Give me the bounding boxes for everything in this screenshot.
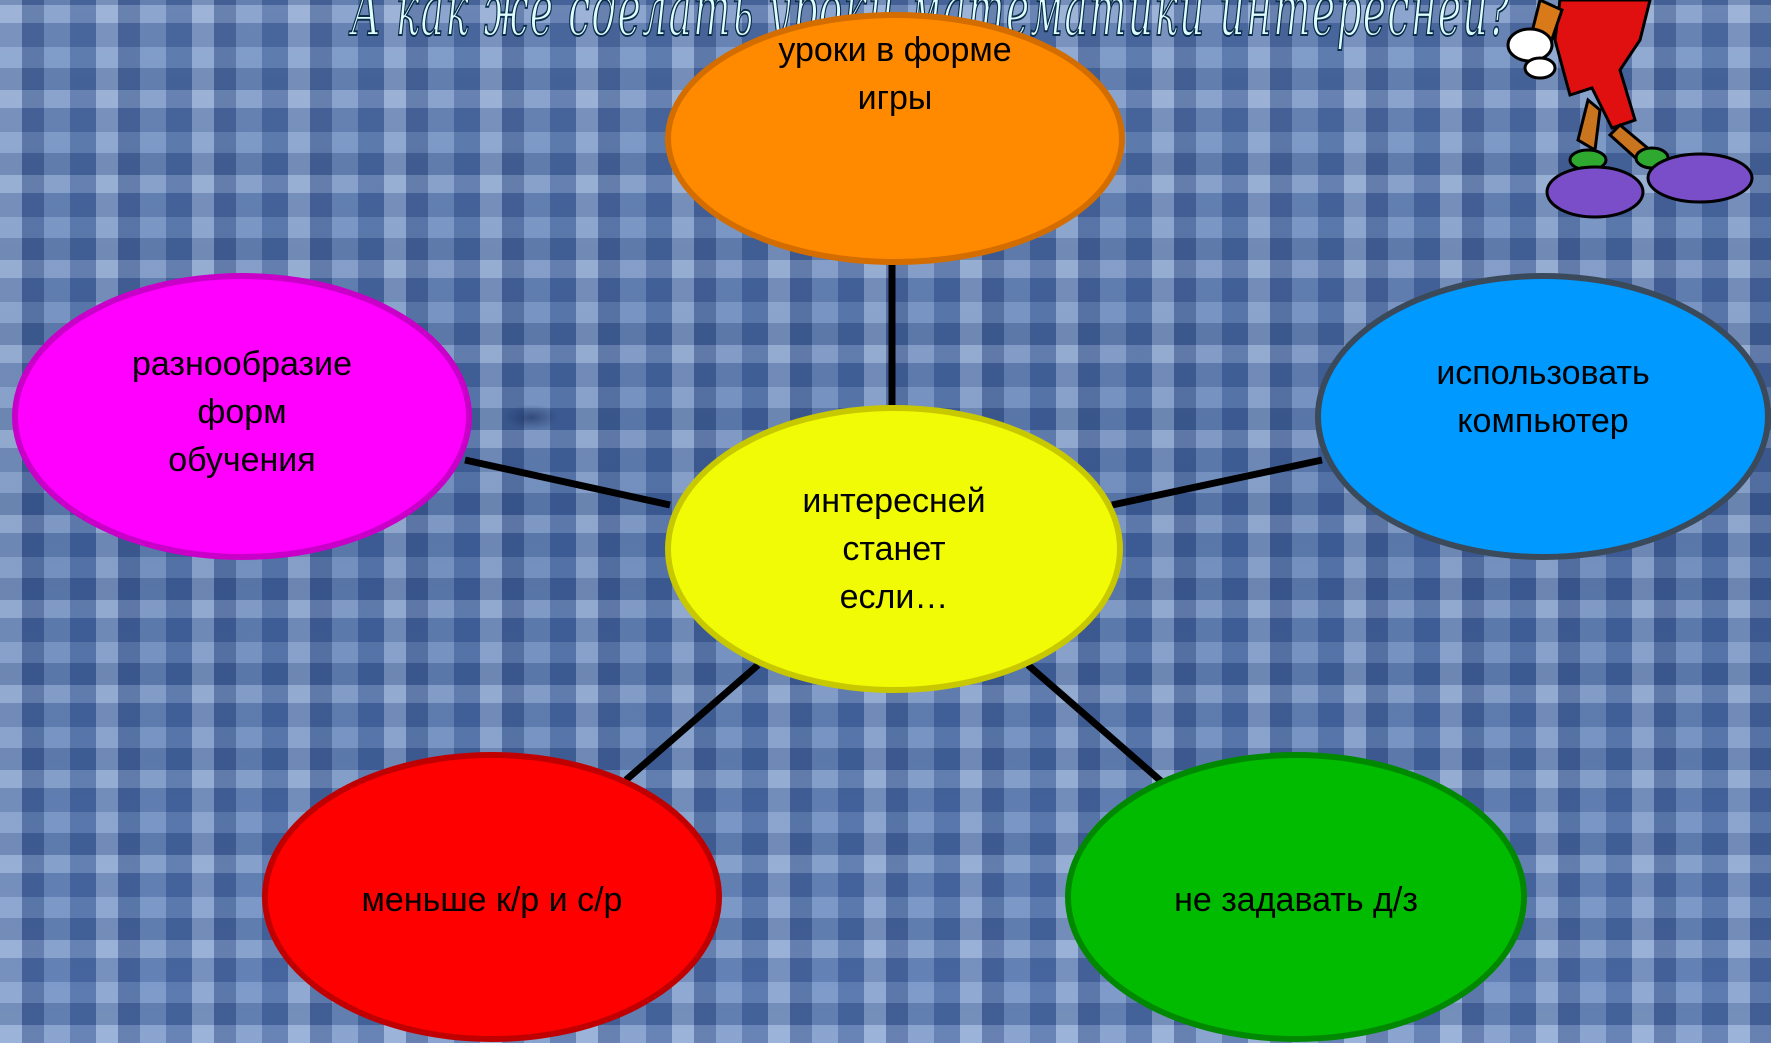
center-node: интересней станет если… xyxy=(665,405,1123,693)
branch-bottom-right: не задавать д/з xyxy=(1065,752,1527,1042)
center-node-label: интересней станет если… xyxy=(802,482,986,616)
branch-top-label: уроки в форме игры xyxy=(778,30,1012,117)
branch-right-label: использовать компьютер xyxy=(1436,353,1650,440)
connector-bottom-right xyxy=(1025,662,1165,785)
branch-bottom-left: меньше к/р и с/р xyxy=(262,752,722,1042)
cartoon-character-illustration xyxy=(1506,0,1754,219)
connector-bottom-left xyxy=(623,662,761,783)
connector-right xyxy=(1111,456,1323,509)
branch-left: разнообразие форм обучения xyxy=(12,273,472,560)
branch-top: уроки в форме игры xyxy=(665,12,1125,265)
branch-left-label: разнообразие форм обучения xyxy=(131,344,353,479)
connector-left xyxy=(464,456,671,509)
branch-bottom-right-label: не задавать д/з xyxy=(1174,881,1418,919)
branch-bottom-left-label: меньше к/р и с/р xyxy=(361,881,623,919)
branch-right: использовать компьютер xyxy=(1315,273,1771,560)
